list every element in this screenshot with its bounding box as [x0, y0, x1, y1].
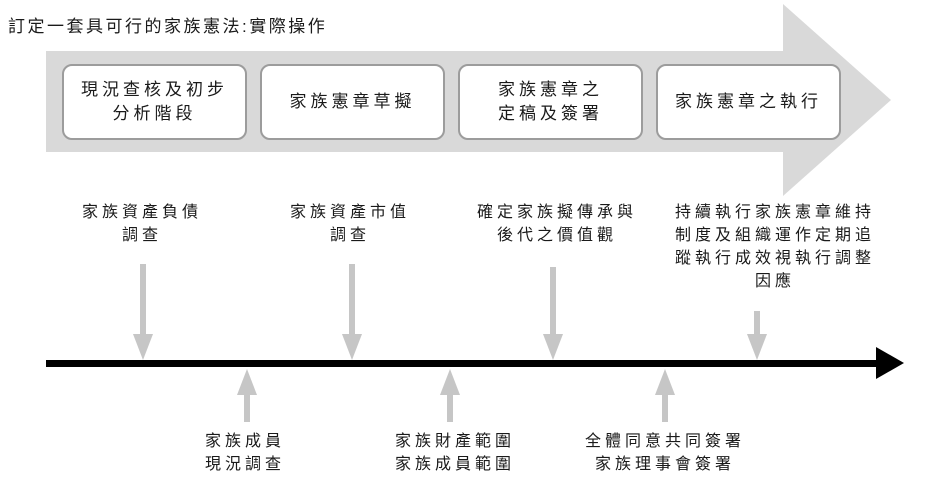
stage-box-audit-analysis: 現況查核及初步 分析階段 [62, 64, 247, 140]
arrow-head-up-icon [237, 369, 257, 395]
arrow-stem [140, 264, 146, 334]
arrow-head-down-icon [133, 334, 153, 360]
up-arrow-icon [655, 369, 675, 422]
milestone-above-ongoing-execution: 持續執行家族憲章維持 制度及組織運作定期追 蹤執行成效視執行調整 因應 [674, 204, 875, 290]
arrow-head-down-icon [342, 334, 362, 360]
page-title: 訂定一套具可行的家族憲法:實際操作 [8, 17, 328, 36]
arrow-stem [349, 264, 355, 334]
milestone-above-asset-liability-survey: 家族資產負債 調查 [81, 204, 202, 244]
down-arrow-icon [747, 311, 767, 360]
down-arrow-icon [543, 267, 563, 360]
timeline-arrowhead-icon [876, 347, 904, 379]
arrow-stem [754, 311, 760, 334]
milestone-above-asset-marketvalue-survey: 家族資產市值 調查 [289, 204, 410, 244]
arrow-head-up-icon [440, 369, 460, 395]
arrow-head-down-icon [747, 334, 767, 360]
arrow-head-down-icon [543, 334, 563, 360]
down-arrow-icon [342, 264, 362, 360]
stage-box-charter-finalize-sign: 家族憲章之 定稿及簽署 [458, 64, 643, 140]
arrow-stem [447, 395, 453, 422]
arrow-stem [550, 267, 556, 334]
stage-box-charter-draft: 家族憲章草擬 [260, 64, 445, 140]
timeline-axis [46, 360, 878, 367]
milestone-below-property-member-scope: 家族財產範圍 家族成員範圍 [394, 433, 515, 473]
stage-box-charter-execution: 家族憲章之執行 [656, 64, 841, 140]
milestone-above-values-to-pass-on: 確定家族擬傳承與 後代之價值觀 [476, 204, 637, 244]
milestone-below-unanimous-signing: 全體同意共同簽署 家族理事會簽署 [584, 433, 745, 473]
up-arrow-icon [440, 369, 460, 422]
arrow-stem [244, 395, 250, 422]
milestone-below-member-survey: 家族成員 現況調查 [204, 433, 285, 473]
up-arrow-icon [237, 369, 257, 422]
arrow-head-up-icon [655, 369, 675, 395]
arrow-stem [662, 395, 668, 422]
down-arrow-icon [133, 264, 153, 360]
